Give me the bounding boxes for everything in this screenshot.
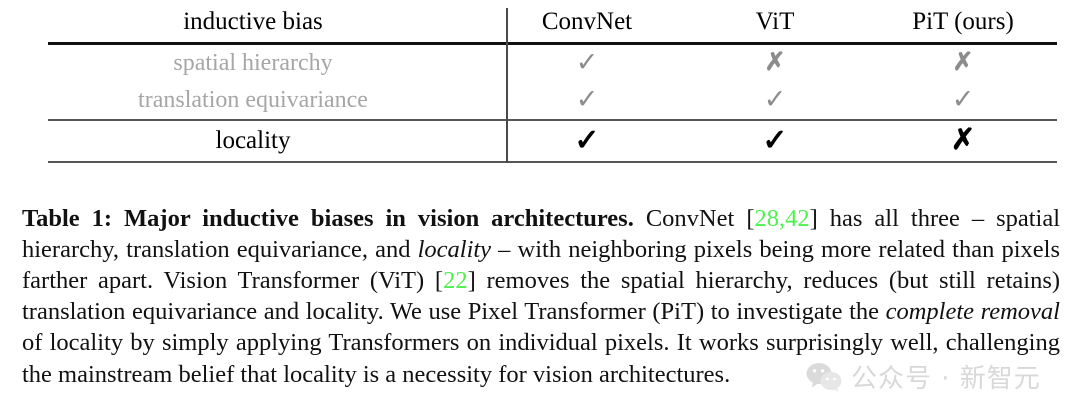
- cell-locality-vit: ✓: [681, 121, 869, 162]
- cell-locality-convnet: ✓: [493, 121, 681, 162]
- table-rule-bottom: [48, 161, 1057, 164]
- check-icon: ✓: [575, 47, 599, 77]
- citation-reference[interactable]: 22: [443, 266, 468, 294]
- caption-text: [: [746, 204, 755, 232]
- column-header-vit: ViT: [755, 7, 795, 35]
- cell-translation-equivariance-vit: ✓: [681, 82, 869, 120]
- citation-reference[interactable]: 42: [785, 204, 810, 232]
- caption-body: ConvNet [28,42] has all three – spatial …: [22, 205, 1060, 388]
- table-row: translation equivariance ✓ ✓ ✓: [48, 82, 1057, 120]
- cross-icon: ✗: [950, 124, 976, 156]
- caption-text: ]: [467, 266, 476, 294]
- row-label-spatial-hierarchy: spatial hierarchy: [173, 50, 333, 76]
- cross-icon: ✗: [952, 49, 974, 76]
- caption-text: removes the spatial hierarchy, reduces (…: [22, 266, 1061, 326]
- cell-spatial-hierarchy-pit: ✗: [869, 45, 1057, 82]
- table-column-divider: [506, 8, 508, 163]
- table-row: locality ✓ ✓ ✗: [48, 121, 1057, 162]
- check-icon: ✓: [574, 123, 600, 157]
- caption-title: Major inductive biases in vision archite…: [124, 204, 634, 232]
- cross-icon: ✗: [764, 49, 786, 76]
- row-label-translation-equivariance: translation equivariance: [138, 87, 368, 113]
- check-icon: ✓: [575, 84, 599, 114]
- caption-emphasis: locality: [417, 235, 492, 263]
- cell-locality-pit: ✗: [869, 121, 1057, 162]
- citation-reference[interactable]: ,: [778, 204, 786, 232]
- table-header-row: inductive bias ConvNet ViT PiT (ours): [48, 0, 1057, 44]
- table-caption: Table 1: Major inductive biases in visio…: [22, 203, 1060, 390]
- citation-reference[interactable]: 28: [754, 204, 779, 232]
- caption-text: [: [434, 266, 444, 294]
- cell-spatial-hierarchy-convnet: ✓: [493, 45, 681, 82]
- row-label-locality: locality: [215, 127, 291, 154]
- inductive-bias-table: inductive bias ConvNet ViT PiT (ours) sp…: [48, 0, 1057, 164]
- table: inductive bias ConvNet ViT PiT (ours) sp…: [48, 0, 1057, 164]
- cell-translation-equivariance-pit: ✓: [869, 82, 1057, 120]
- table-row: spatial hierarchy ✓ ✗ ✗: [48, 45, 1057, 82]
- check-icon: ✓: [762, 123, 788, 157]
- check-icon: ✓: [763, 84, 787, 114]
- check-icon: ✓: [951, 84, 975, 114]
- caption-label: Table 1:: [22, 204, 113, 232]
- caption-text: of locality by simply applying Transform…: [22, 329, 1060, 388]
- caption-emphasis: complete removal: [885, 298, 1060, 326]
- caption-text: ConvNet: [645, 204, 747, 232]
- table-rule-top: [48, 42, 1057, 46]
- caption-text: ] has all three – spatial hierarchy, tra…: [22, 204, 1061, 263]
- column-header-inductive-bias: inductive bias: [183, 7, 323, 35]
- cell-spatial-hierarchy-vit: ✗: [681, 45, 869, 82]
- cell-translation-equivariance-convnet: ✓: [493, 82, 681, 120]
- column-header-convnet: ConvNet: [541, 7, 633, 35]
- caption-text: – with neighboring pixels being more rel…: [22, 235, 1060, 294]
- column-header-pit: PiT (ours): [912, 7, 1014, 35]
